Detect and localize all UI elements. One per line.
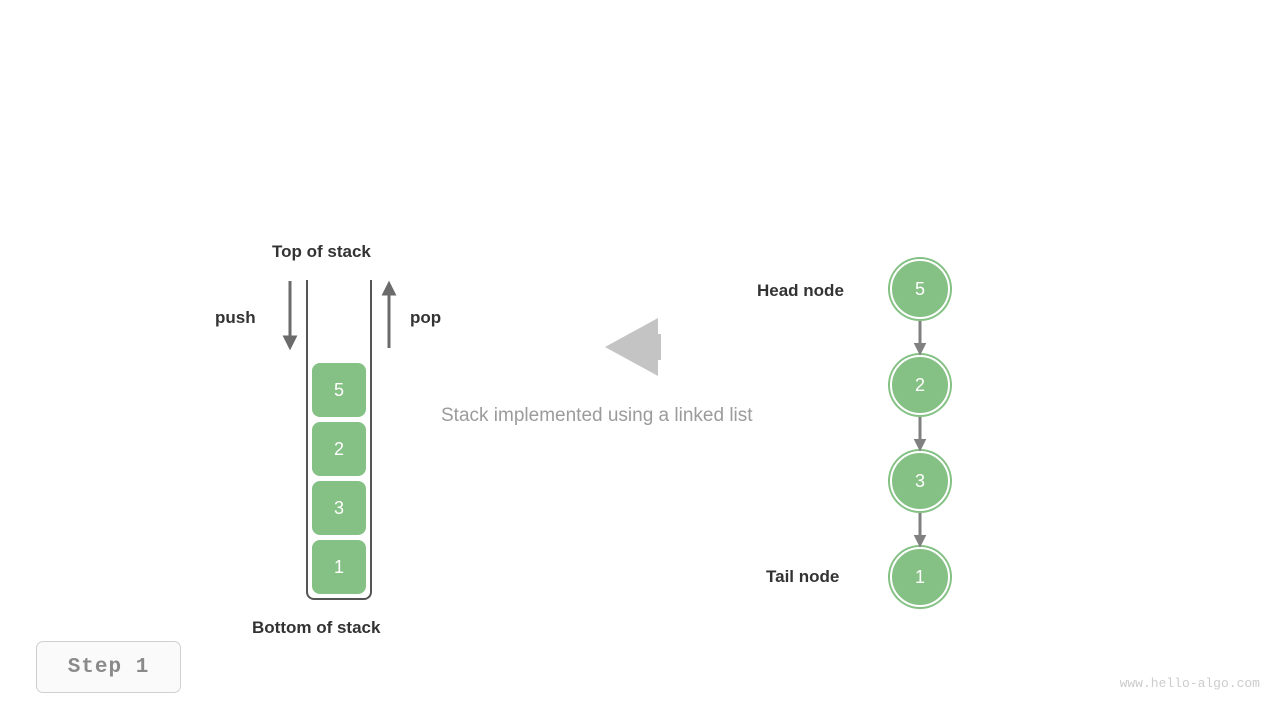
stack-cell-value: 2 [333, 438, 344, 459]
list-node: 1 [890, 547, 950, 607]
stack-cell-list: 5 2 3 1 [312, 363, 366, 594]
stack-cell: 5 [312, 363, 366, 417]
list-node-value: 1 [914, 566, 925, 587]
push-label: push [215, 308, 256, 327]
stack-container [306, 280, 372, 600]
watermark: www.hello-algo.com [1119, 676, 1260, 691]
stack-cell: 1 [312, 540, 366, 594]
list-node: 2 [890, 355, 950, 415]
tail-node-label: Tail node [766, 567, 840, 586]
step-badge: Step 1 [36, 641, 181, 693]
list-node: 3 [890, 451, 950, 511]
center-caption: Stack implemented using a linked list [441, 405, 753, 426]
pop-label: pop [410, 308, 442, 327]
stack-top-label: Top of stack [272, 242, 371, 261]
stack-cell-value: 1 [333, 556, 344, 577]
list-node-value: 3 [914, 470, 925, 491]
stack-cell: 2 [312, 422, 366, 476]
stack-cell-value: 3 [333, 497, 344, 518]
head-node-label: Head node [757, 281, 844, 300]
stack-bottom-label: Bottom of stack [252, 618, 381, 637]
list-node-value: 2 [914, 374, 925, 395]
list-node-value: 5 [914, 278, 925, 299]
list-node: 5 [890, 259, 950, 319]
stack-cell-value: 5 [333, 379, 344, 400]
transform-arrow-icon [605, 318, 661, 376]
stack-cell: 3 [312, 481, 366, 535]
